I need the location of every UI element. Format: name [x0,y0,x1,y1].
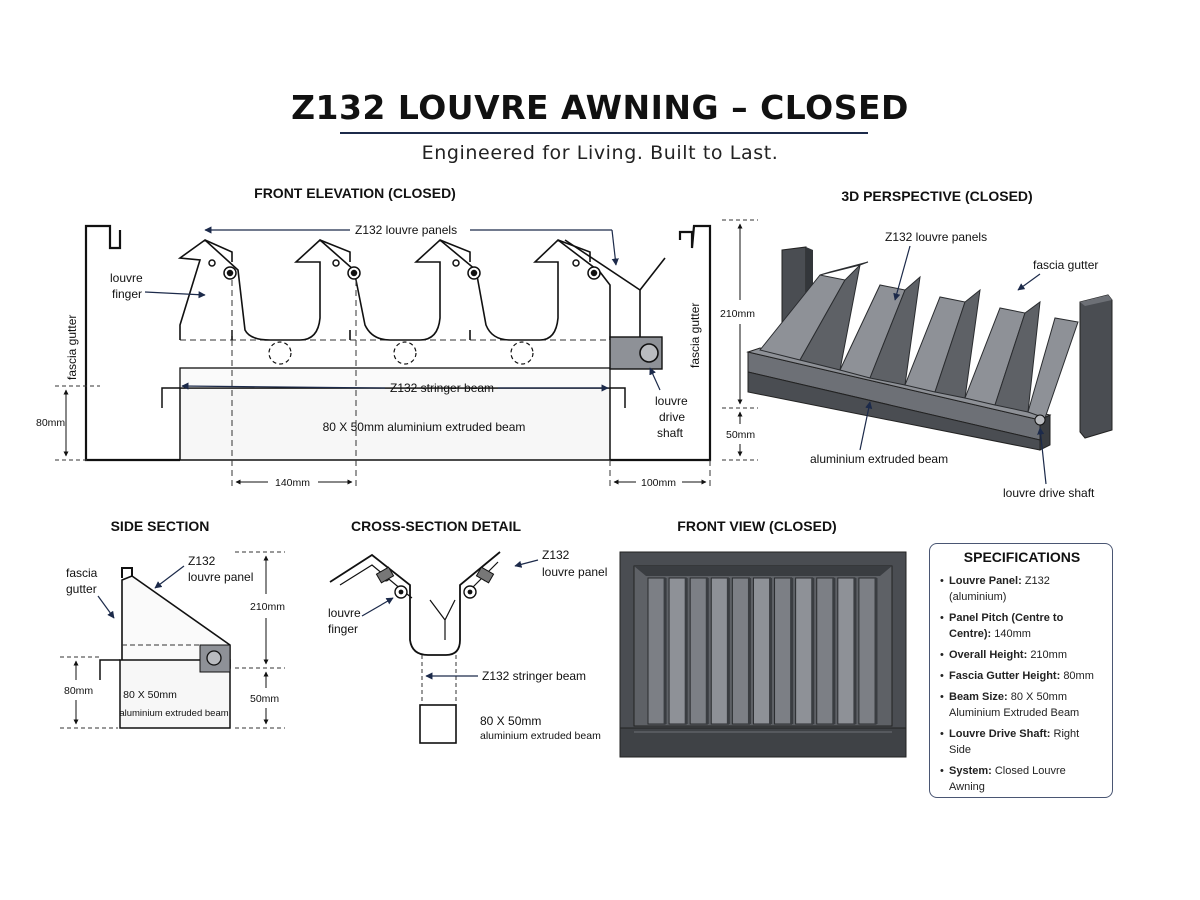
front-view-slat [816,577,835,725]
front-view-slat [647,577,666,725]
spec-value: 80mm [1063,670,1094,682]
perspective-label-fascia-gutter: fascia gutter [1033,258,1098,272]
spec-label: Beam Size: [949,691,1008,703]
spec-item: Louvre Drive Shaft: Right Side [940,726,1104,758]
spec-label: Panel Pitch (Centre to Centre): [949,612,1064,640]
front-view-slat [731,577,750,725]
stringer-beam [179,367,611,389]
perspective-label-beam: aluminium extruded beam [810,452,948,466]
spec-value: 210mm [1030,649,1067,661]
label-extruded-beam: 80 X 50mm aluminium extruded beam [323,420,526,434]
front-view: FRONT VIEW (CLOSED) [619,518,907,758]
spec-item: System: Closed Louvre Awning [940,763,1104,795]
front-view-heading: FRONT VIEW (CLOSED) [677,518,836,534]
label-louvre-finger-1: louvre [110,271,143,285]
spec-value: Z132 (aluminium) [949,575,1050,603]
spec-item: Louvre Panel: Z132 (aluminium) [940,573,1104,605]
spec-value: 140mm [994,628,1031,640]
side-label-fascia-1: fascia [66,566,98,580]
side-label-fascia-2: gutter [66,582,97,596]
right-fascia-gutter [610,224,712,462]
front-elevation-heading: FRONT ELEVATION (CLOSED) [254,185,456,201]
cross-label-panel-1: Z132 [542,548,570,562]
perspective-view: 3D PERSPECTIVE (CLOSED) Z132 louvre pane… [746,188,1113,500]
side-dim-80mm: 80mm [64,685,93,697]
cross-section-heading: CROSS-SECTION DETAIL [351,518,522,534]
front-view-slat [858,577,877,725]
side-section: SIDE SECTION fascia gutter Z132 louvre p… [60,518,285,729]
spec-value: 80 X 50mm Aluminium Extruded Beam [949,691,1080,719]
side-label-panel-2: louvre panel [188,570,253,584]
perspective-heading: 3D PERSPECTIVE (CLOSED) [841,188,1032,204]
dim-50mm: 50mm [726,429,755,441]
spec-item: Overall Height: 210mm [940,647,1104,663]
perspective-label-louvre-panels: Z132 louvre panels [885,230,987,244]
spec-value: Right Side [949,728,1080,756]
page-subtitle: Engineered for Living. Built to Last. [421,142,779,164]
front-view-slat [837,577,856,725]
cross-label-stringer: Z132 stringer beam [482,669,586,683]
side-label-beam-1: 80 X 50mm [123,689,177,701]
specifications-panel: SPECIFICATIONS Louvre Panel: Z132 (alumi… [929,543,1113,798]
front-elevation: FRONT ELEVATION (CLOSED) [36,185,758,490]
spec-label: Overall Height: [949,649,1028,661]
spec-label: System: [949,765,992,777]
side-dim-50mm: 50mm [250,693,279,705]
spec-label: Fascia Gutter Height: [949,670,1061,682]
side-section-heading: SIDE SECTION [111,518,210,534]
label-fascia-gutter-left: fascia gutter [65,315,79,380]
left-fascia-gutter [84,224,180,462]
title-underline [340,132,868,134]
dim-140mm: 140mm [275,477,310,489]
label-louvre-panels: Z132 louvre panels [355,223,457,237]
cross-label-panel-2: louvre panel [542,565,607,579]
front-view-slat [668,577,687,725]
spec-item: Beam Size: 80 X 50mm Aluminium Extruded … [940,689,1104,721]
specifications-list: Louvre Panel: Z132 (aluminium) Panel Pit… [940,573,1104,795]
front-louvre-panels [177,238,666,341]
spec-item: Panel Pitch (Centre to Centre): 140mm [940,610,1104,642]
label-drive-shaft-1: louvre [655,394,688,408]
front-view-slat [752,577,772,725]
front-view-slat [795,577,814,725]
perspective-louvres [759,261,1079,419]
spec-item: Fascia Gutter Height: 80mm [940,668,1104,684]
front-view-slat [689,577,708,725]
perspective-label-drive-shaft: louvre drive shaft [1003,486,1095,500]
cross-label-finger-1: louvre [328,606,361,620]
cross-label-beam-2: aluminium extruded beam [480,730,601,742]
front-view-slat [774,577,793,725]
side-label-panel-1: Z132 [188,554,216,568]
front-view-slats [647,577,878,725]
cross-section-detail: CROSS-SECTION DETAIL Z132 louvre panel l… [328,518,607,744]
cross-label-beam-1: 80 X 50mm [480,714,541,728]
front-view-slat [710,577,729,725]
spec-value: Closed Louvre Awning [949,765,1066,793]
label-fascia-gutter-right: fascia gutter [688,303,702,368]
label-louvre-finger-2: finger [112,287,142,301]
side-label-beam-2: aluminium extruded beam [119,708,228,719]
side-dim-210mm: 210mm [250,601,285,613]
dim-80mm: 80mm [36,417,65,429]
spec-label: Louvre Panel: [949,575,1022,587]
cross-label-finger-2: finger [328,622,358,636]
specifications-heading: SPECIFICATIONS [963,549,1081,565]
dim-210mm: 210mm [720,308,755,320]
label-drive-shaft-2: drive [659,410,685,424]
label-stringer-beam: Z132 stringer beam [390,381,494,395]
label-drive-shaft-3: shaft [657,426,684,440]
dim-100mm: 100mm [641,477,676,489]
spec-label: Louvre Drive Shaft: [949,728,1051,740]
page-title: Z132 LOUVRE AWNING – CLOSED [291,88,909,127]
front-pivots [208,259,601,280]
